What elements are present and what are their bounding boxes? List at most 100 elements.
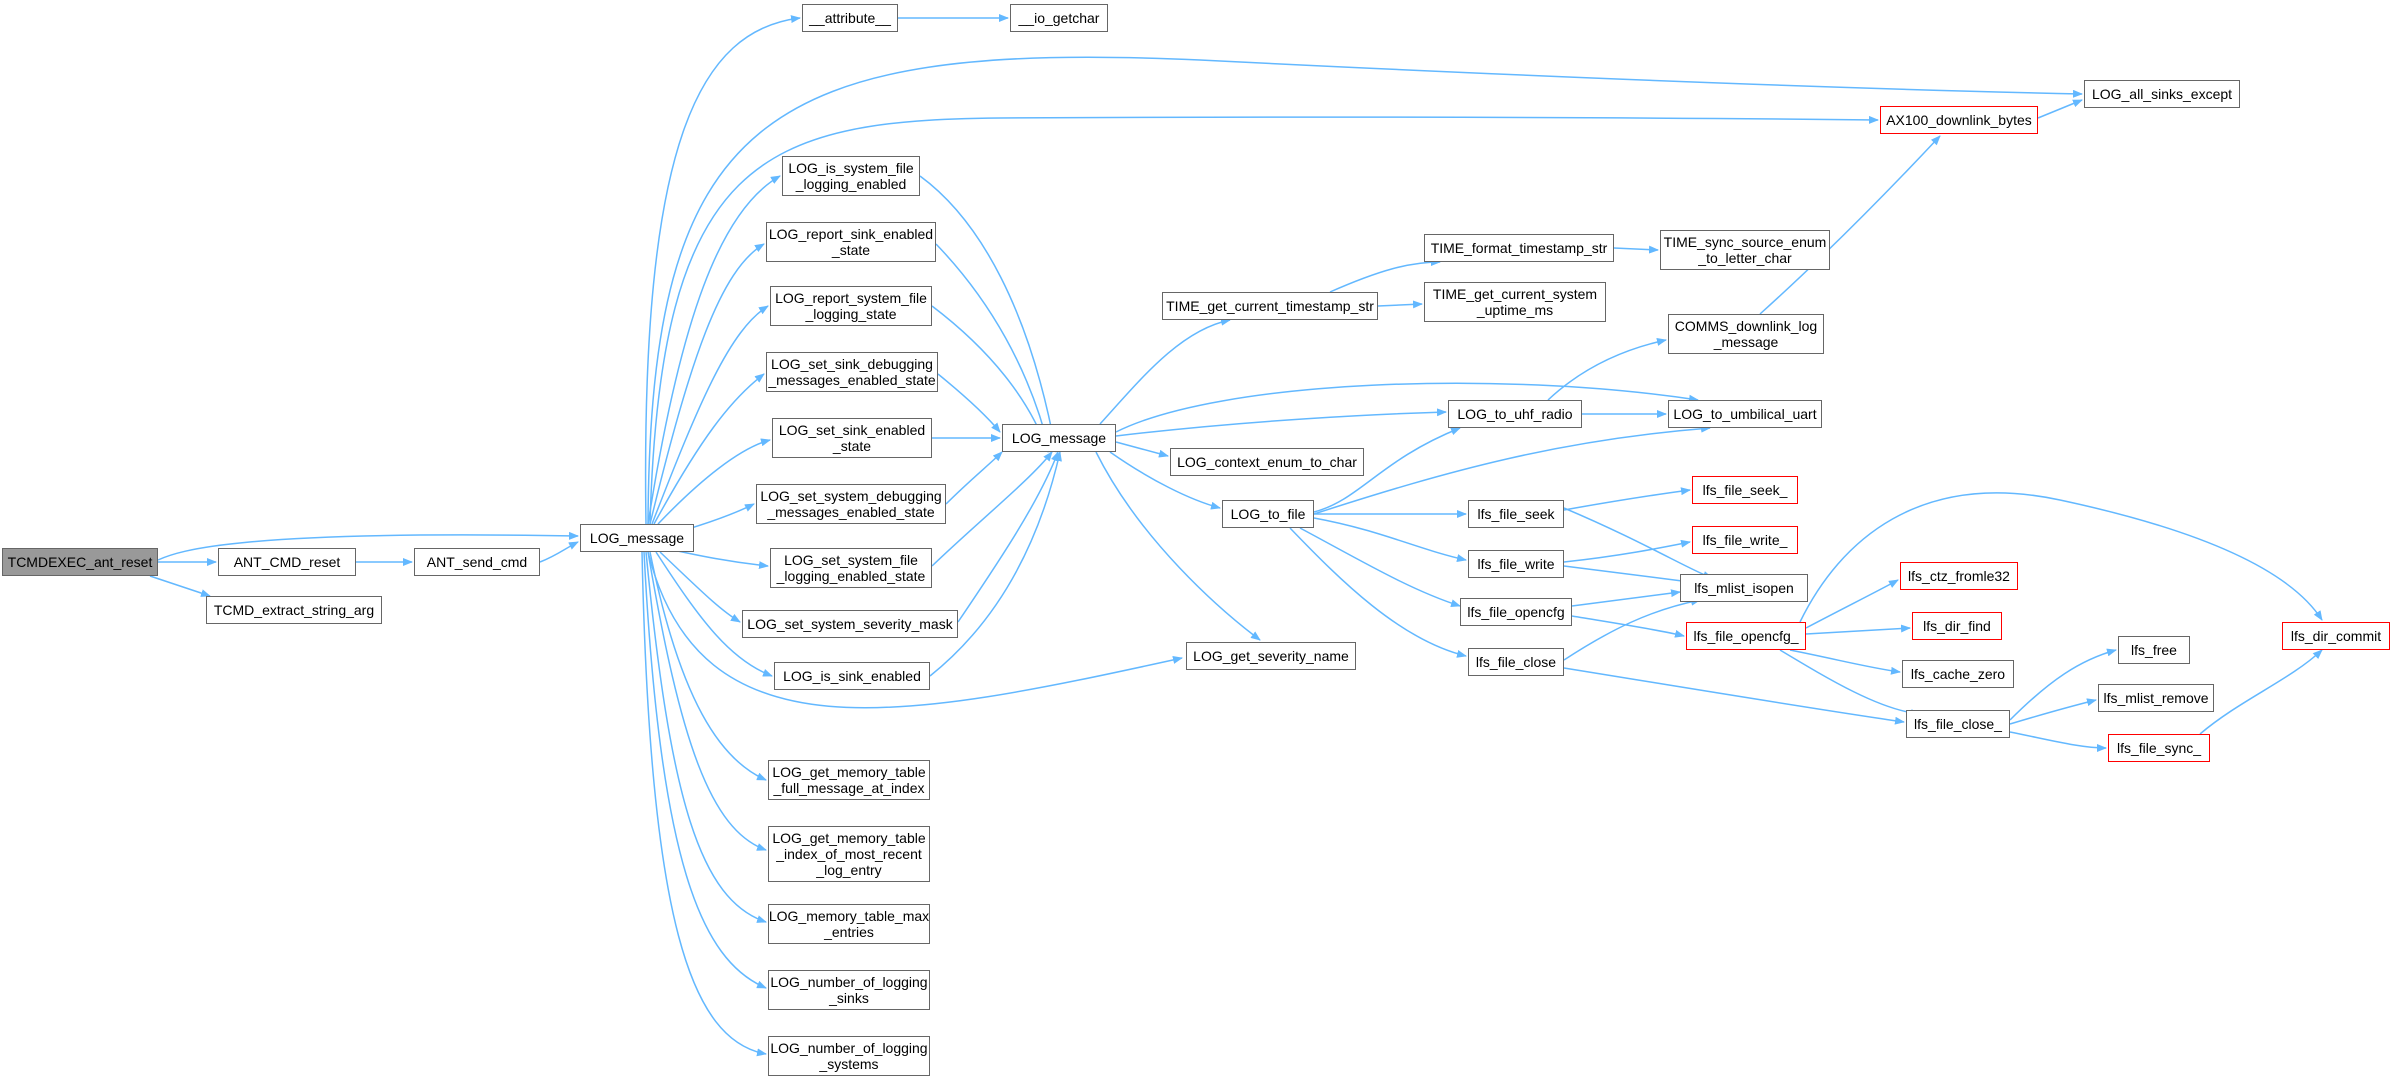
call-edge <box>1289 527 1467 658</box>
node-log-set-sink-enabled-state[interactable]: LOG_set_sink_enabled _state <box>772 418 932 458</box>
call-edge <box>2009 698 2097 725</box>
node-log-to-file[interactable]: LOG_to_file <box>1222 500 1314 528</box>
call-edge <box>1377 300 1423 309</box>
call-edge <box>1095 451 1261 641</box>
call-edge <box>1329 258 1441 293</box>
call-edge <box>1313 517 1467 562</box>
call-edge <box>1805 624 1911 635</box>
node-lfs-cache-zero[interactable]: lfs_cache_zero <box>1902 660 2014 688</box>
node-io-getchar[interactable]: __io_getchar <box>1010 4 1108 32</box>
call-edge <box>653 373 765 525</box>
node-lfs-file-opencfg-impl[interactable]: lfs_file_opencfg_ <box>1686 622 1806 650</box>
call-edge <box>647 551 767 851</box>
node-log-number-of-logging-sinks[interactable]: LOG_number_of_logging _sinks <box>768 970 930 1010</box>
node-log-to-uhf-radio[interactable]: LOG_to_uhf_radio <box>1448 400 1582 428</box>
node-comms-downlink-log-message[interactable]: COMMS_downlink_log _message <box>1668 314 1824 354</box>
node-log-is-sink-enabled[interactable]: LOG_is_sink_enabled <box>774 662 930 690</box>
node-log-report-system-file-logging-state[interactable]: LOG_report_system_file _logging_state <box>770 286 932 326</box>
call-edge <box>157 531 579 561</box>
node-lfs-file-sync-impl[interactable]: lfs_file_sync_ <box>2108 734 2210 762</box>
call-edge <box>2199 649 2323 735</box>
call-edge <box>937 373 1001 433</box>
node-lfs-file-seek[interactable]: lfs_file_seek <box>1468 500 1564 528</box>
node-time-get-current-timestamp-str[interactable]: TIME_get_current_timestamp_str <box>1162 292 1378 320</box>
node-log-to-umbilical-uart[interactable]: LOG_to_umbilical_uart <box>1668 400 1822 428</box>
call-edge <box>2009 648 2117 721</box>
node-lfs-file-seek-impl[interactable]: lfs_file_seek_ <box>1692 476 1798 504</box>
call-edge <box>1563 597 1701 661</box>
node-log-set-system-debugging[interactable]: LOG_set_system_debugging _messages_enabl… <box>756 484 946 524</box>
call-edge <box>643 551 767 989</box>
node-lfs-dir-find[interactable]: lfs_dir_find <box>1912 612 2002 640</box>
call-edge <box>1109 451 1221 510</box>
call-edge <box>1313 427 1461 513</box>
node-lfs-file-close[interactable]: lfs_file_close <box>1468 648 1564 676</box>
node-ant-send-cmd[interactable]: ANT_send_cmd <box>414 548 540 576</box>
node-time-format-timestamp-str[interactable]: TIME_format_timestamp_str <box>1424 234 1614 262</box>
node-lfs-free[interactable]: lfs_free <box>2118 636 2190 664</box>
node-lfs-file-opencfg[interactable]: lfs_file_opencfg <box>1460 598 1572 626</box>
call-edge <box>919 175 1059 453</box>
node-lfs-dir-commit[interactable]: lfs_dir_commit <box>2282 622 2390 650</box>
call-edge <box>149 575 211 597</box>
call-edge <box>1571 615 1685 638</box>
node-log-get-severity-name[interactable]: LOG_get_severity_name <box>1186 642 1356 670</box>
call-edge <box>1759 135 1941 315</box>
node-lfs-ctz-fromle32[interactable]: lfs_ctz_fromle32 <box>1900 562 2018 590</box>
node-lfs-mlist-remove[interactable]: lfs_mlist_remove <box>2098 684 2214 712</box>
call-edge <box>1805 579 1899 629</box>
node-tcmdexec-ant-reset[interactable]: TCMDEXEC_ant_reset <box>2 548 158 576</box>
node-time-sync-source-enum[interactable]: TIME_sync_source_enum _to_letter_char <box>1660 230 1830 270</box>
node-lfs-file-write-impl[interactable]: lfs_file_write_ <box>1692 526 1798 554</box>
call-edge <box>1563 539 1691 563</box>
call-edge <box>659 551 741 623</box>
call-edge <box>657 438 771 525</box>
call-edge <box>945 451 1003 505</box>
node-log-number-of-logging-systems[interactable]: LOG_number_of_logging _systems <box>768 1036 930 1076</box>
call-edge <box>647 56 2083 525</box>
call-edge <box>644 15 801 525</box>
call-edge <box>1779 649 1921 718</box>
node-log-is-system-file-logging-enabled[interactable]: LOG_is_system_file _logging_enabled <box>782 156 920 196</box>
node-log-get-memory-table-full-message[interactable]: LOG_get_memory_table _full_message_at_in… <box>768 760 930 800</box>
call-edge <box>1789 649 1901 675</box>
node-log-get-memory-table-index[interactable]: LOG_get_memory_table _index_of_most_rece… <box>768 826 930 882</box>
call-edge <box>929 451 1062 677</box>
node-tcmd-extract-string-arg[interactable]: TCMD_extract_string_arg <box>206 596 382 624</box>
call-edge <box>1115 441 1169 458</box>
call-edge <box>1099 317 1231 425</box>
node-log-message-secondary[interactable]: LOG_message <box>1002 424 1116 452</box>
node-ant-cmd-reset[interactable]: ANT_CMD_reset <box>218 548 356 576</box>
node-lfs-file-write[interactable]: lfs_file_write <box>1468 550 1564 578</box>
node-log-context-enum-to-char[interactable]: LOG_context_enum_to_char <box>1170 448 1364 476</box>
node-lfs-file-close-impl[interactable]: lfs_file_close_ <box>1906 710 2010 738</box>
call-edge <box>1563 565 1691 585</box>
call-edge <box>1563 507 1713 579</box>
node-log-memory-table-max-entries[interactable]: LOG_memory_table_max _entries <box>768 904 930 944</box>
call-edge <box>649 115 1879 525</box>
node-time-get-current-system-uptime[interactable]: TIME_get_current_system _uptime_ms <box>1424 282 1606 322</box>
call-edge <box>1115 408 1447 437</box>
call-edge <box>1563 667 1905 725</box>
node-log-set-sink-debugging[interactable]: LOG_set_sink_debugging _messages_enabled… <box>766 352 938 392</box>
call-edge <box>649 551 767 781</box>
node-log-report-sink-enabled-state[interactable]: LOG_report_sink_enabled _state <box>766 222 936 262</box>
node-log-all-sinks-except[interactable]: LOG_all_sinks_except <box>2084 80 2240 108</box>
node-ax100-downlink-bytes[interactable]: AX100_downlink_bytes <box>1880 106 2038 134</box>
node-log-set-system-severity-mask[interactable]: LOG_set_system_severity_mask <box>742 610 958 638</box>
call-edge <box>1115 382 1699 433</box>
call-edge <box>2009 731 2107 752</box>
call-edge <box>1799 492 2323 623</box>
node-log-set-system-file-logging[interactable]: LOG_set_system_file _logging_enabled_sta… <box>770 548 932 588</box>
node-attribute[interactable]: __attribute__ <box>802 4 898 32</box>
node-log-message-primary[interactable]: LOG_message <box>580 524 694 552</box>
call-edge <box>647 175 781 525</box>
call-edge <box>1563 487 1691 511</box>
call-edge <box>645 551 767 923</box>
call-edge <box>957 451 1059 623</box>
node-lfs-mlist-isopen[interactable]: lfs_mlist_isopen <box>1680 574 1808 602</box>
call-edge <box>1571 589 1681 607</box>
call-edge <box>647 551 1183 709</box>
call-edge <box>649 243 765 525</box>
